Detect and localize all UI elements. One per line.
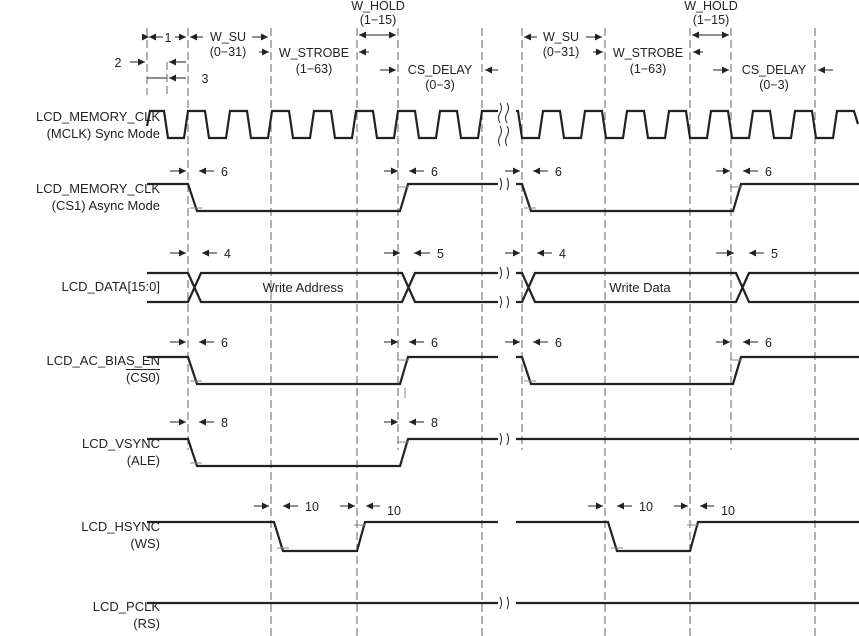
cs-delay-range: (0−3) (759, 78, 789, 92)
timing-10-label: 10 (639, 500, 653, 514)
signal-label-hsync: LCD_HSYNC (WS) (81, 518, 160, 552)
signal-name: LCD_DATA[15:0] (61, 279, 160, 294)
w-su-range: (0−31) (543, 45, 579, 59)
write-address-label: Write Address (263, 280, 344, 295)
signal-label-cs1: LCD_MEMORY_CLK (CS1) Async Mode (36, 180, 160, 214)
w-su-label: W_SU (543, 30, 579, 44)
signal-name: LCD_PCLK (92, 599, 160, 614)
timing-8-label: 8 (221, 416, 228, 430)
timing-6-label: 6 (555, 165, 562, 179)
w-su-label: W_SU (210, 30, 246, 44)
vsync-waveform (147, 437, 859, 468)
w-hold-label: W_HOLD (684, 0, 737, 13)
timing-6-label: 6 (431, 165, 438, 179)
break-marks (498, 102, 509, 610)
signal-label-data: LCD_DATA[15:0] (61, 278, 160, 295)
timing-5-label: 5 (437, 247, 444, 261)
signal-sub: (MCLK) Sync Mode (46, 126, 160, 141)
timing-6-label: 6 (221, 336, 228, 350)
transition-ticks (190, 186, 742, 549)
w-hold-range: (1−15) (360, 13, 396, 27)
cs-delay-label: CS_DELAY (408, 63, 473, 77)
reference-lines (146, 28, 816, 636)
signal-sub: (RS) (133, 616, 160, 631)
signal-label-pclk: LCD_PCLK (RS) (93, 598, 160, 632)
signal-name: LCD_MEMORY_CLK (35, 181, 160, 196)
timing-6-label: 6 (431, 336, 438, 350)
parameter-labels: W_HOLD (1−15) W_HOLD (1−15) W_SU (0−31) … (115, 0, 807, 92)
mclk-waveform-left (145, 109, 498, 140)
timing-2-label: 2 (115, 56, 122, 70)
signal-name: LCD_MEMORY_CLK (35, 109, 160, 124)
w-strobe-label: W_STROBE (613, 46, 683, 60)
signal-name: LCD_HSYNC (81, 519, 160, 534)
delay-labels: 6 6 6 6 4 5 4 5 6 6 6 6 8 8 10 10 10 10 (221, 165, 778, 518)
signal-sub: (CS0) (126, 370, 160, 385)
hsync-waveform (147, 520, 859, 553)
w-strobe-range: (1−63) (630, 62, 666, 76)
timing-10-label: 10 (387, 504, 401, 518)
timing-3-label: 3 (202, 72, 209, 86)
data-bus-waveform (147, 271, 859, 304)
timing-6-label: 6 (765, 165, 772, 179)
timing-10-label: 10 (305, 500, 319, 514)
timing-6-label: 6 (555, 336, 562, 350)
signal-name: LCD_VSYNC (81, 436, 160, 451)
cs1-waveform (147, 182, 859, 213)
signal-sub: (CS1) Async Mode (51, 198, 160, 213)
mclk-waveform-right (516, 109, 859, 140)
w-hold-range: (1−15) (693, 13, 729, 27)
cs-delay-label: CS_DELAY (742, 63, 807, 77)
timing-10-label: 10 (721, 504, 735, 518)
signal-sub: (WS) (130, 536, 160, 551)
timing-5-label: 5 (771, 247, 778, 261)
timing-4-label: 4 (559, 247, 566, 261)
w-su-range: (0−31) (210, 45, 246, 59)
w-strobe-label: W_STROBE (279, 46, 349, 60)
parameter-arrows (130, 31, 833, 82)
write-data-label: Write Data (609, 280, 671, 295)
signal-label-mclk: LCD_MEMORY_CLK (MCLK) Sync Mode (36, 108, 160, 142)
signal-sub: (ALE) (126, 453, 160, 468)
signal-label-vsync: LCD_VSYNC (ALE) (82, 435, 160, 469)
timing-6-label: 6 (765, 336, 772, 350)
timing-8-label: 8 (431, 416, 438, 430)
cs-delay-range: (0−3) (425, 78, 455, 92)
timing-1-label: 1 (165, 31, 172, 45)
signal-name: LCD_AC_BIAS_EN (46, 353, 160, 368)
timing-6-label: 6 (221, 165, 228, 179)
w-strobe-range: (1−63) (296, 62, 332, 76)
w-hold-label: W_HOLD (351, 0, 404, 13)
timing-4-label: 4 (224, 247, 231, 261)
signal-label-cs0: LCD_AC_BIAS_EN (CS0) (47, 352, 160, 386)
delay-arrows (170, 167, 764, 510)
cs0-waveform (147, 355, 859, 386)
